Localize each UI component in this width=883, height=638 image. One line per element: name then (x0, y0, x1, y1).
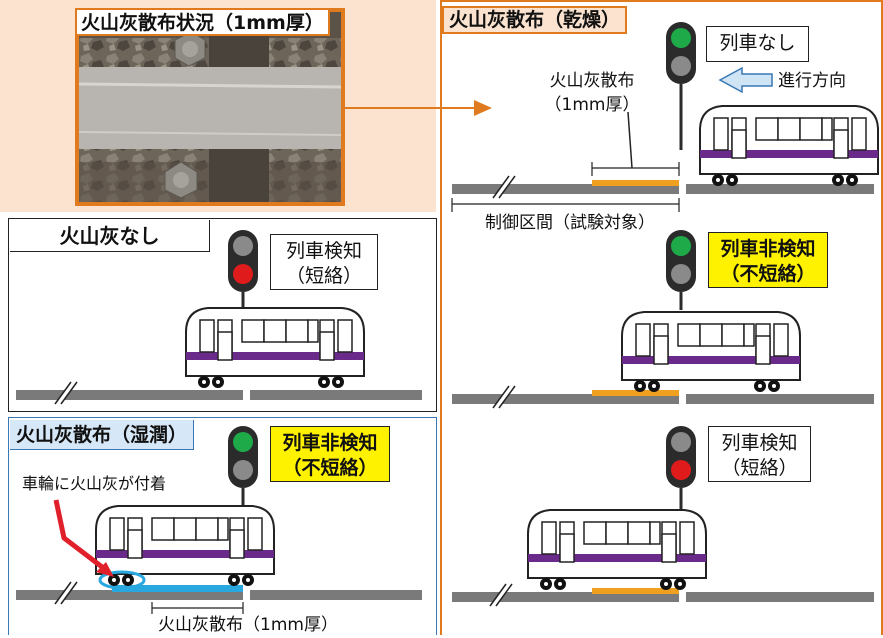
ash-leader-line (627, 111, 633, 169)
dry-status-mid: 列車非検知 （不短絡） (708, 232, 828, 288)
direction-label: 進行方向 (778, 71, 846, 91)
wet-panel (8, 417, 437, 635)
direction-arrow (718, 66, 773, 94)
dry-train-1 (699, 105, 879, 187)
dry-rail-3 (452, 582, 874, 608)
dry-signal-mid (666, 230, 696, 310)
dry-status-bottom: 列車検知 （短絡） (708, 426, 811, 482)
dry-panel (440, 0, 883, 635)
no-ash-train (185, 307, 365, 389)
dry-signal-top (666, 22, 696, 150)
section-label: 制御区間（試験対象） (485, 213, 655, 233)
wet-ash-label: 火山灰散布（1mm厚） (158, 615, 338, 635)
wheel-note-arrow (53, 499, 114, 577)
dry-rail-2 (452, 384, 874, 410)
dry-signal-bottom (666, 426, 696, 510)
dry-status-top: 列車なし (706, 26, 809, 62)
ash-label-line1: 火山灰散布 (549, 71, 635, 91)
dry-panel-title: 火山灰散布（乾燥） (442, 6, 628, 34)
photo-panel-title: 火山灰散布状況（1mm厚） (75, 8, 330, 36)
no-ash-panel (8, 218, 437, 412)
wet-ash-dimension (151, 602, 244, 614)
wet-wheel-ash (98, 570, 146, 590)
no-ash-signal (228, 230, 258, 310)
no-ash-title: 火山灰なし (10, 220, 210, 252)
section-dimension (451, 198, 680, 212)
dry-train-3 (527, 509, 707, 591)
dry-rail-1 (452, 174, 874, 200)
ash-dimension (591, 162, 680, 176)
wet-status: 列車非検知 （不短絡） (270, 426, 390, 482)
wet-signal (228, 426, 258, 510)
wheel-note: 車輪に火山灰が付着 (22, 474, 167, 493)
no-ash-status: 列車検知 （短絡） (270, 234, 378, 290)
dry-train-2 (621, 311, 801, 393)
wet-rail (16, 580, 422, 606)
ash-label-line2: （1mm厚） (544, 95, 640, 115)
wet-train (95, 505, 275, 587)
no-ash-rail (16, 380, 422, 406)
wet-panel-title: 火山灰散布（湿潤） (10, 420, 195, 450)
